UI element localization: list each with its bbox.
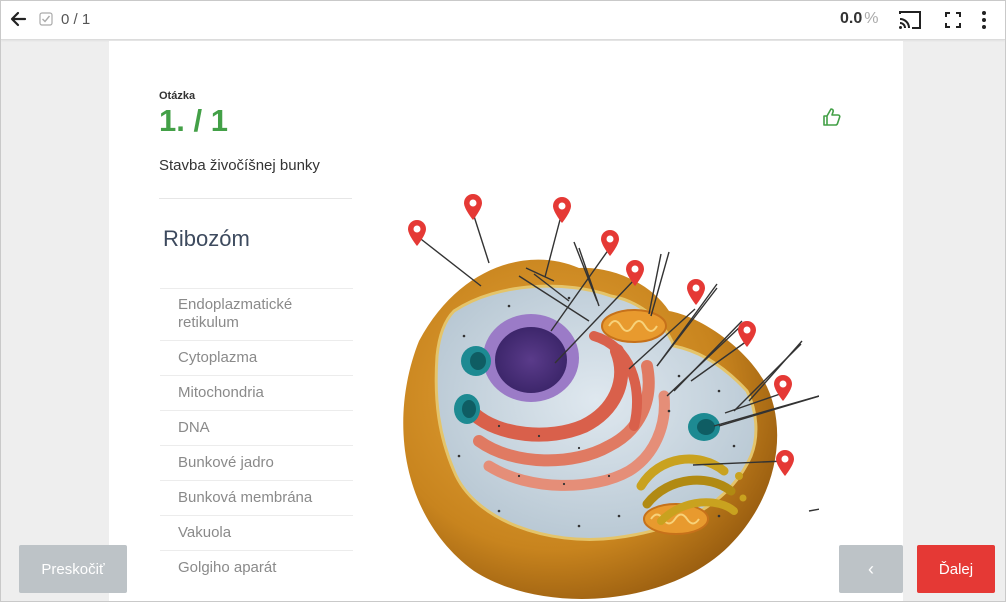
golgi-vesicle xyxy=(735,472,743,480)
score-display: 0.0% xyxy=(840,10,878,28)
cast-icon[interactable] xyxy=(898,10,922,30)
option-golgiho-aparat[interactable]: Golgiho aparát xyxy=(160,550,353,585)
map-marker-3[interactable] xyxy=(552,196,572,224)
option-dna[interactable]: DNA xyxy=(160,410,353,445)
score-unit: % xyxy=(864,10,879,27)
more-vert-icon[interactable] xyxy=(981,10,987,30)
er-ribbon xyxy=(467,344,629,442)
map-marker-5[interactable] xyxy=(625,259,645,287)
progress-count: 0 / 1 xyxy=(61,11,91,28)
golgi-cisterna xyxy=(642,475,736,509)
fullscreen-icon[interactable] xyxy=(945,12,961,28)
answer-options-list: Endoplazmatické retikulum Cytoplazma Mit… xyxy=(160,288,353,585)
question-card: Otázka 1. / 1 Stavba živočíšnej bunky Ri… xyxy=(109,41,903,601)
question-label: Otázka xyxy=(159,90,196,102)
divider xyxy=(159,198,352,199)
option-endoplazmaticke-retikulum[interactable]: Endoplazmatické retikulum xyxy=(160,288,353,340)
next-button[interactable]: Ďalej xyxy=(917,545,995,593)
skip-button[interactable]: Preskočiť xyxy=(19,545,127,593)
option-vakuola[interactable]: Vakuola xyxy=(160,515,353,550)
thumbs-up-icon[interactable] xyxy=(822,107,842,127)
score-value: 0.0 xyxy=(840,10,863,27)
question-title: Stavba živočíšnej bunky xyxy=(159,157,320,174)
option-cytoplazma[interactable]: Cytoplazma xyxy=(160,340,353,375)
vacuole xyxy=(697,419,715,435)
question-number: 1. / 1 xyxy=(159,103,228,138)
option-bunkova-membrana[interactable]: Bunková membrána xyxy=(160,480,353,515)
mitochondrion-cristae xyxy=(650,513,700,525)
vacuole xyxy=(470,352,486,370)
map-marker-8[interactable] xyxy=(773,374,793,402)
er-ribbon xyxy=(473,360,655,467)
map-marker-7[interactable] xyxy=(737,320,757,348)
map-marker-6[interactable] xyxy=(686,278,706,306)
option-bunkove-jadro[interactable]: Bunkové jadro xyxy=(160,445,353,480)
back-arrow-icon[interactable] xyxy=(9,10,27,28)
previous-button[interactable]: ‹ xyxy=(839,545,903,593)
golgi-cisterna xyxy=(657,498,738,525)
vacuole xyxy=(462,400,476,418)
er-ribbon xyxy=(483,390,670,491)
golgi-vesicle xyxy=(739,494,747,502)
nucleus-core xyxy=(495,327,567,393)
option-mitochondria[interactable]: Mitochondria xyxy=(160,375,353,410)
animal-cell-illustration xyxy=(403,241,819,599)
map-marker-1[interactable] xyxy=(407,219,427,247)
term-to-locate: Ribozóm xyxy=(163,226,250,251)
top-bar: 0 / 1 0.0% xyxy=(1,1,1005,40)
map-marker-9[interactable] xyxy=(775,449,795,477)
checkbox-icon xyxy=(39,12,53,26)
map-marker-2[interactable] xyxy=(463,193,483,221)
map-marker-4[interactable] xyxy=(600,229,620,257)
